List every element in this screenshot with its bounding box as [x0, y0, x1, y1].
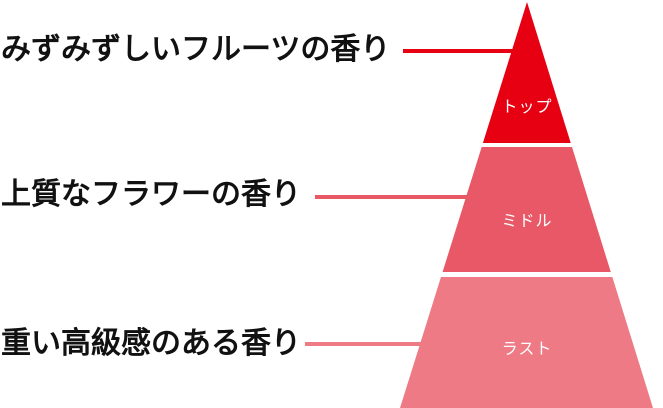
pyramid: トップ ミドル ラスト: [400, 2, 653, 408]
connector-line-last: [305, 342, 425, 346]
pyramid-tier-label-top: トップ: [501, 99, 553, 116]
pyramid-segment-last: [400, 277, 653, 408]
tier-description-top: みずみずしいフルーツの香り: [1, 33, 391, 66]
connector-line-top: [403, 49, 515, 53]
connector-line-middle: [315, 195, 470, 199]
tier-description-last: 重い高級感のある香り: [1, 327, 301, 360]
pyramid-segment-middle: [400, 147, 653, 272]
tier-description-middle: 上質なフラワーの香り: [1, 178, 301, 211]
pyramid-tier-label-middle: ミドル: [501, 213, 553, 230]
pyramid-tier-label-last: ラスト: [501, 341, 553, 358]
pyramid-segment-top: [400, 2, 653, 143]
